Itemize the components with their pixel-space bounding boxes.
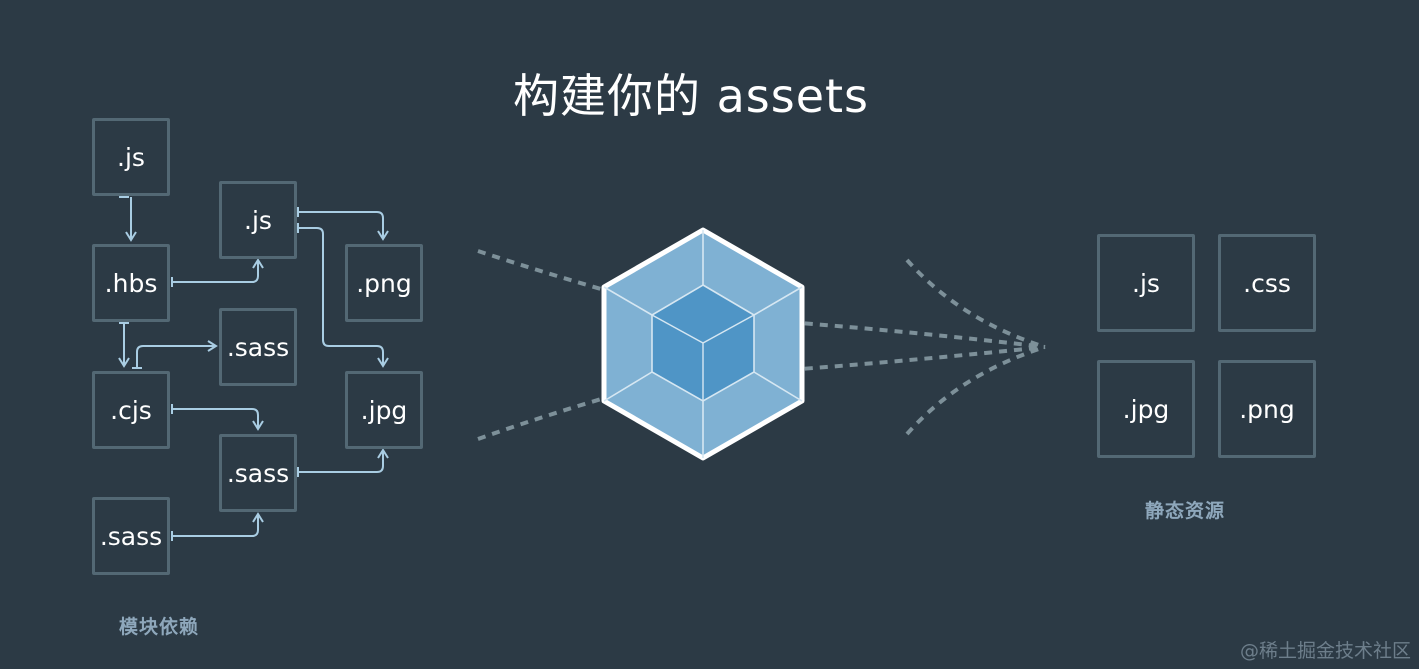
arrow-hbs-to-cjs [118, 322, 130, 368]
module-hbs: .hbs [92, 244, 170, 322]
page-title: 构建你的 assets [512, 69, 870, 123]
asset-jpg: .jpg [1097, 360, 1195, 458]
asset-png: .png [1218, 360, 1316, 458]
arrow-cjs-to-sass-mid [132, 340, 218, 369]
module-sass-bottom: .sass [92, 497, 170, 575]
module-sass-mid: .sass [219, 308, 297, 386]
arrow-cjs-to-sass-low [171, 404, 264, 431]
watermark: @稀土掘金技术社区 [1239, 640, 1411, 662]
module-jpg: .jpg [345, 371, 423, 449]
module-png: .png [345, 244, 423, 322]
module-js-1: .js [92, 118, 170, 196]
modules-caption: 模块依赖 [119, 616, 200, 638]
asset-css: .css [1218, 234, 1316, 332]
webpack-cube-icon [601, 227, 805, 461]
assets-caption: 静态资源 [1145, 500, 1226, 522]
module-sass-low: .sass [219, 434, 297, 512]
arrow-js-to-hbs [119, 196, 137, 242]
arrow-js2-to-jpg [297, 223, 389, 368]
module-cjs: .cjs [92, 371, 170, 449]
arrow-js2-to-png [297, 207, 389, 241]
arrow-hbs-to-js2 [171, 258, 264, 287]
arrow-sass-bottom-to-sass-low [171, 512, 264, 541]
arrow-sass-low-to-jpg [297, 448, 389, 477]
asset-js: .js [1097, 234, 1195, 332]
module-js-2: .js [219, 181, 297, 259]
